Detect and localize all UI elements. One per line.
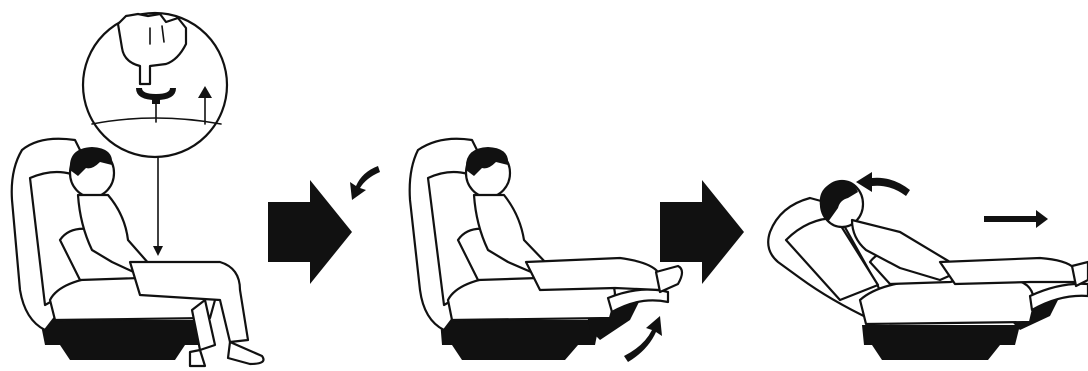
recliner-chair-footrest xyxy=(410,139,668,360)
handle-detail-inset xyxy=(83,13,227,157)
panel-3-reclined xyxy=(768,172,1088,360)
right-arrow-icon xyxy=(984,210,1048,228)
curved-arrow-icon xyxy=(856,172,910,196)
curved-arrow-icon xyxy=(624,316,662,362)
panel-2-footrest-raised xyxy=(410,139,682,362)
curved-arrow-icon xyxy=(350,166,380,200)
right-arrow-icon xyxy=(268,180,352,284)
panel-1-upright xyxy=(12,13,264,366)
